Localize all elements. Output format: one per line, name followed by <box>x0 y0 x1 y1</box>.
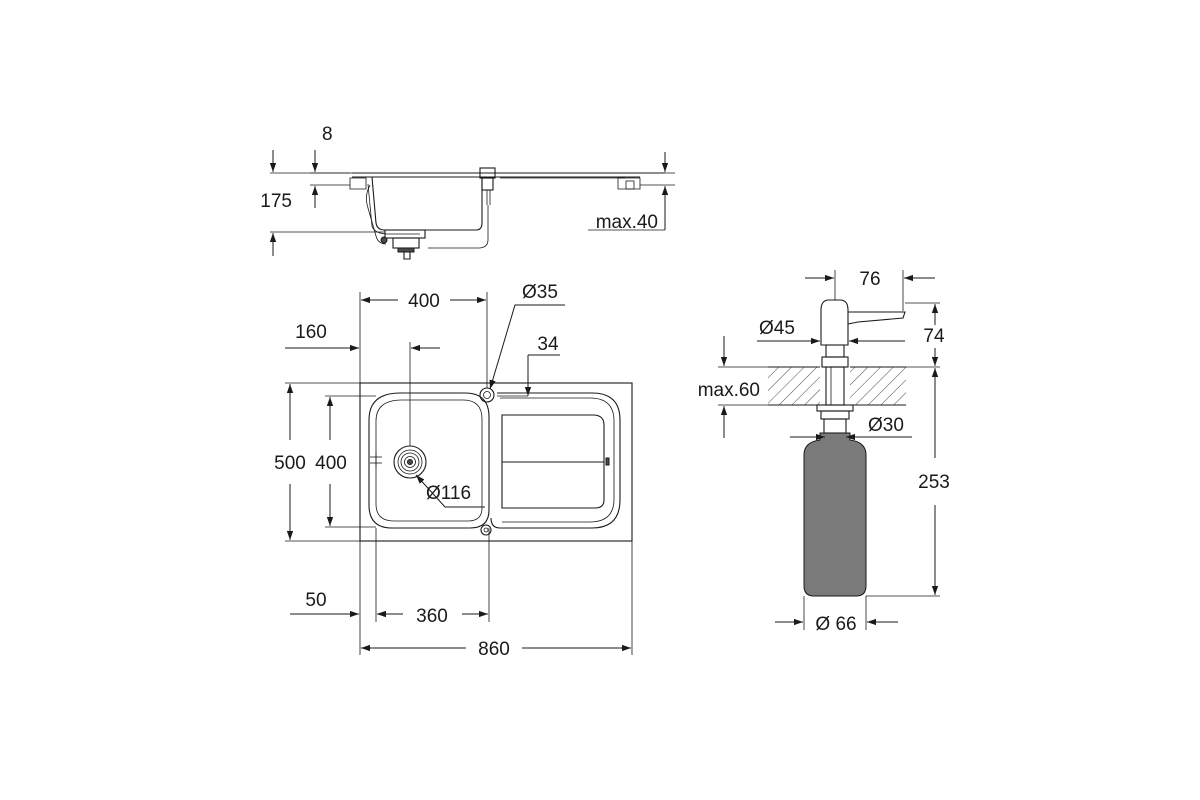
top-dimensions <box>285 292 633 655</box>
dim-dispenser-max-worktop: max.60 <box>698 380 760 401</box>
dispenser-body <box>768 299 906 597</box>
side-sink-body <box>349 167 665 260</box>
dim-bottom-left-offset: 50 <box>305 590 326 611</box>
dim-drainer-width: 34 <box>537 334 559 355</box>
dim-side-max-thickness: max.40 <box>596 212 658 233</box>
dim-top-bowl-width: 400 <box>408 291 440 312</box>
side-dimensions <box>269 150 675 256</box>
dim-waste-diameter: Ø116 <box>426 483 471 504</box>
dim-dispenser-total-height: 253 <box>918 472 950 493</box>
dim-tap-hole: Ø35 <box>522 282 558 303</box>
dim-side-flange: 8 <box>322 124 333 145</box>
dim-overall-depth: 500 <box>274 453 306 474</box>
sink-outline <box>359 382 633 542</box>
dispenser-dimensions <box>718 270 940 630</box>
dim-overall-width: 860 <box>478 639 510 660</box>
top-view: 400 160 Ø35 34 500 400 Ø116 50 360 860 <box>274 282 633 660</box>
soap-dispenser: 76 Ø45 74 max.60 Ø30 253 Ø 66 <box>698 269 950 635</box>
dim-dispenser-spout: 76 <box>859 269 880 290</box>
dim-dispenser-head-dia: Ø45 <box>759 318 795 339</box>
dim-top-left-offset: 160 <box>295 322 327 343</box>
dim-dispenser-shank-dia: Ø30 <box>868 415 904 436</box>
dim-bowl-depth: 400 <box>315 453 347 474</box>
dim-dispenser-bottle-dia: Ø 66 <box>815 614 856 635</box>
side-section-view: 8 175 max.40 <box>260 124 675 260</box>
dim-side-depth: 175 <box>260 191 292 212</box>
dim-bowl-inner-width: 360 <box>416 606 448 627</box>
dim-dispenser-head-height: 74 <box>923 326 945 347</box>
